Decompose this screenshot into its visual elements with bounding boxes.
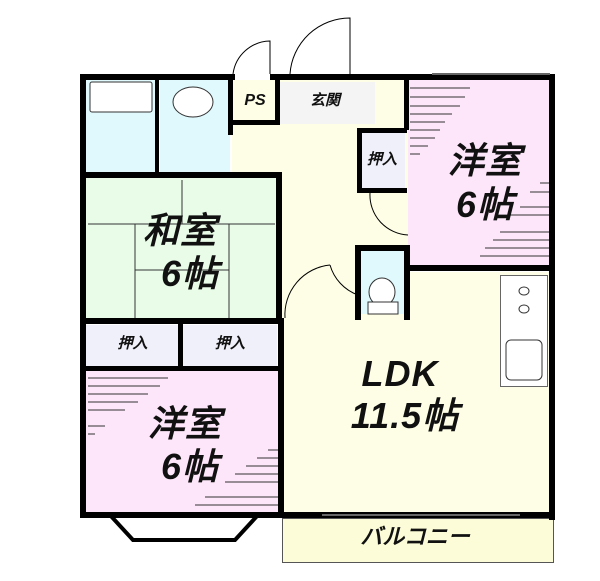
kitchen-sink-icon [505,339,543,381]
walls [80,74,555,520]
washbasin-icon [172,86,214,118]
floor-hatch [88,87,552,506]
western-room-ne-name: 洋室 [447,140,522,181]
bay-window [108,513,260,542]
western-room-ne [408,80,553,270]
balcony-label: バルコニー [360,524,470,549]
balcony [282,518,554,563]
closet-right [183,325,277,367]
western-room-sw-size: 6帖 [160,446,220,487]
closet-hall-label: 押入 [366,151,397,168]
windows [322,73,550,516]
ldk-name: LDK [361,353,439,394]
stove-burner-icon [518,304,530,314]
closet-left [85,325,180,367]
japanese-room [85,178,277,323]
ldk-size: 11.5帖 [350,395,460,436]
tatami-lines [88,180,275,318]
japanese-room-size: 6帖 [160,253,220,294]
fixtures [89,81,543,381]
japanese-room-name: 和室 [142,210,217,251]
closet-right-label: 押入 [214,335,245,352]
entrance-label: 玄関 [309,92,340,109]
entrance-area [280,82,375,124]
western-room-ne-size: 6帖 [455,184,515,225]
western-room-sw-name: 洋室 [147,403,222,444]
pipe-space-label: PS [244,92,266,109]
bathtub-icon [89,81,153,113]
closet-left-label: 押入 [117,335,148,352]
door-swings [232,17,409,319]
stove-burner-icon [518,286,530,296]
closet-hall [360,130,405,190]
